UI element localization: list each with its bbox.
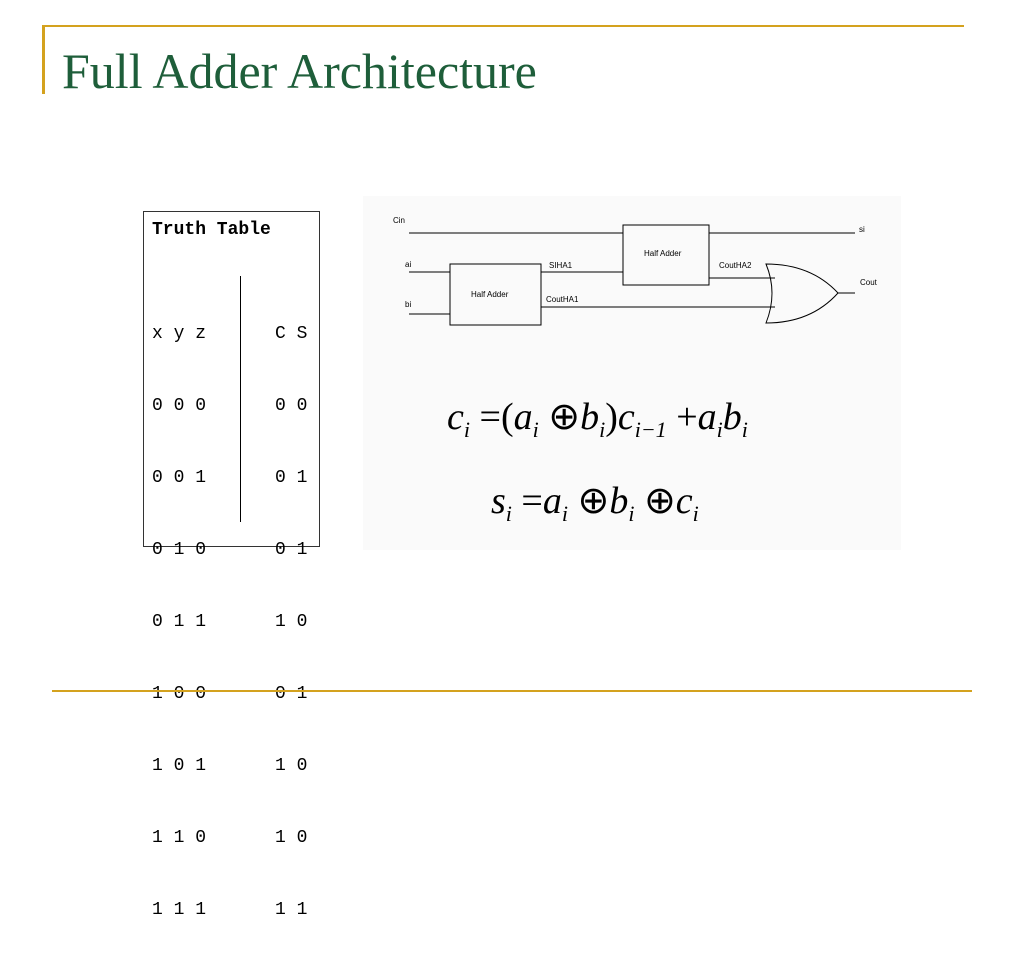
truth-table-row-input: 0 1 1 xyxy=(152,612,207,632)
truth-table-row-output: 1 0 xyxy=(275,612,308,632)
truth-table-row-input: 1 1 0 xyxy=(152,828,207,848)
eq2-xor2: ⊕ xyxy=(643,480,676,522)
truth-table-header-outputs: C S xyxy=(275,324,308,344)
label-cout: Cout xyxy=(860,278,878,287)
half-adder-1-box xyxy=(449,263,542,326)
eq2-s: s xyxy=(491,480,506,522)
truth-table-row-input: 1 0 1 xyxy=(152,756,207,776)
label-bi: bi xyxy=(405,300,411,309)
truth-table-inputs-column: x y z 0 0 0 0 0 1 0 1 0 0 1 1 1 0 0 1 0 … xyxy=(152,274,206,970)
truth-table-row-output: 1 0 xyxy=(275,828,308,848)
truth-table-header-inputs: x y z xyxy=(152,324,207,344)
truth-table-row-output: 0 0 xyxy=(275,396,308,416)
label-cin: Cin xyxy=(393,216,405,225)
eq2-a: a xyxy=(542,480,562,522)
eq1-c2-sub: i−1 xyxy=(634,417,667,442)
eq1-a1: a xyxy=(513,396,533,438)
bottom-accent-line xyxy=(52,690,972,692)
truth-table-row-output: 0 1 xyxy=(275,684,308,704)
eq2-equals: = xyxy=(521,480,543,522)
half-adder-2-box xyxy=(622,224,710,286)
eq1-rparen: ) xyxy=(605,396,618,438)
label-ai: ai xyxy=(405,260,411,269)
truth-table-divider xyxy=(240,276,241,522)
truth-table-row-output: 1 0 xyxy=(275,756,308,776)
truth-table: Truth Table x y z 0 0 0 0 0 1 0 1 0 0 1 … xyxy=(143,211,320,920)
eq1-lparen: ( xyxy=(500,396,514,438)
truth-table-outputs-column: C S 0 0 0 1 0 1 1 0 0 1 1 0 1 0 1 1 xyxy=(275,274,318,970)
circuit-schematic: Cin ai bi si Cout Half Adder Half Adder … xyxy=(393,216,878,326)
truth-table-row-input: 1 0 0 xyxy=(152,684,207,704)
eq2-xor1: ⊕ xyxy=(577,480,610,522)
full-adder-diagram: Cin ai bi si Cout Half Adder Half Adder … xyxy=(363,196,901,550)
slide-title: Full Adder Architecture xyxy=(62,43,537,99)
label-si: si xyxy=(859,225,865,234)
top-accent-line xyxy=(42,25,964,27)
truth-table-row-output: 1 1 xyxy=(275,900,308,920)
eq1-c: c xyxy=(447,396,464,438)
eq1-c2: c xyxy=(617,396,635,438)
truth-table-row-input: 0 1 0 xyxy=(152,540,207,560)
truth-table-row-input: 1 1 1 xyxy=(152,900,207,920)
eq1-a1-sub: i xyxy=(532,417,539,442)
sum-equation: si =ai ⊕bi ⊕ci xyxy=(491,478,699,527)
eq1-b1: b xyxy=(580,396,600,438)
left-accent-line xyxy=(42,26,45,94)
half-adder-1-label: Half Adder xyxy=(471,290,509,299)
signal-couha2-label: CoutHA2 xyxy=(719,261,752,270)
eq1-plus: + xyxy=(676,396,698,438)
eq1-a2-sub: i xyxy=(716,417,723,442)
eq1-c-sub: i xyxy=(463,417,470,442)
truth-table-title: Truth Table xyxy=(152,220,271,240)
or-gate-shape xyxy=(765,263,839,324)
signal-sha1-label: SIHA1 xyxy=(549,261,573,270)
carry-equation: ci =(ai ⊕bi)ci−1 +aibi xyxy=(447,394,748,443)
signal-couha1-label: CoutHA1 xyxy=(546,295,579,304)
eq2-a-sub: i xyxy=(561,501,568,526)
truth-table-row-output: 0 1 xyxy=(275,540,308,560)
eq2-b: b xyxy=(609,480,629,522)
eq1-b2: b xyxy=(722,396,742,438)
eq2-s-sub: i xyxy=(505,501,512,526)
eq1-b1-sub: i xyxy=(599,417,606,442)
truth-table-row-input: 0 0 0 xyxy=(152,396,207,416)
truth-table-row-input: 0 0 1 xyxy=(152,468,207,488)
eq1-b2-sub: i xyxy=(741,417,748,442)
eq1-xor: ⊕ xyxy=(548,396,581,438)
eq2-c-sub: i xyxy=(692,501,699,526)
eq1-a2: a xyxy=(697,396,717,438)
eq1-equals: = xyxy=(479,396,501,438)
truth-table-row-output: 0 1 xyxy=(275,468,308,488)
eq2-c: c xyxy=(675,480,693,522)
half-adder-2-label: Half Adder xyxy=(644,249,682,258)
eq2-b-sub: i xyxy=(628,501,635,526)
